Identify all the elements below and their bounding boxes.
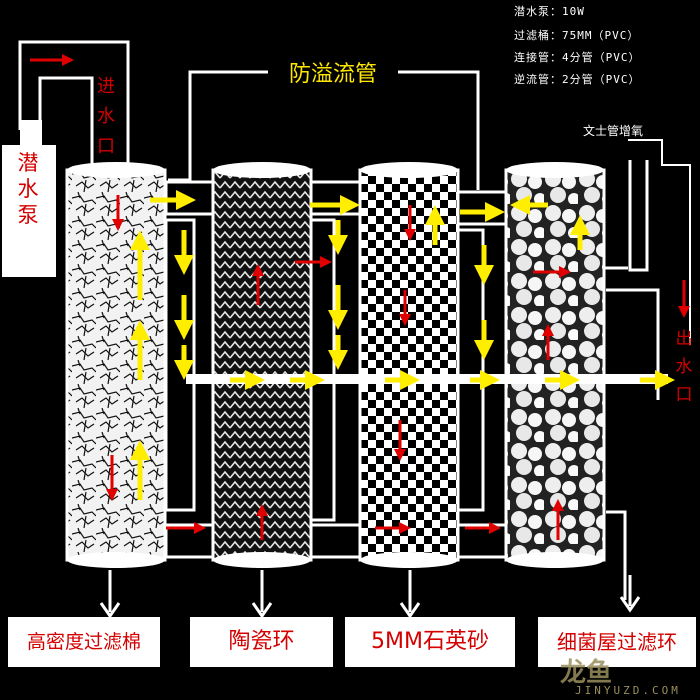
stage-label-ceramic: 陶瓷环 (190, 617, 333, 667)
venturi-label: 文士管增氧 (583, 124, 644, 138)
spec-connector: 连接管：4分管（PVC） (514, 51, 641, 64)
pump (2, 40, 130, 277)
spec-canister: 过滤桶：75MM（PVC） (514, 29, 640, 42)
overflow-pipe-label: 防溢流管 (268, 60, 398, 90)
inlet-label: 进水口 (97, 76, 115, 157)
stage-label-cotton: 高密度过滤棉 (8, 617, 160, 667)
stage-label-bio: 细菌屋过滤环 (538, 617, 696, 667)
cylinder-bio (504, 162, 606, 568)
spec-return: 逆流管：2分管（PVC） (514, 73, 641, 86)
red-flow-arrows (106, 195, 690, 540)
cylinder-cotton (65, 162, 167, 568)
outlet-label: 出水口 (675, 329, 693, 405)
spec-pump: 潜水泵：10W (514, 5, 585, 18)
cylinder-ceramic (211, 162, 313, 568)
overflow-pipe (168, 70, 480, 190)
yellow-flow-arrows (130, 190, 675, 500)
watermark-url: JINYUZD.COM (575, 684, 681, 697)
venturi-pipe (605, 160, 649, 272)
return-pipe (186, 374, 668, 384)
drain-arrows (99, 570, 641, 619)
watermark-logo: 龙鱼 (560, 658, 613, 688)
venturi-line (628, 139, 691, 345)
pump-label: 潜水泵 (17, 151, 39, 227)
stage-label-sand: 5MM石英砂 (345, 617, 515, 667)
